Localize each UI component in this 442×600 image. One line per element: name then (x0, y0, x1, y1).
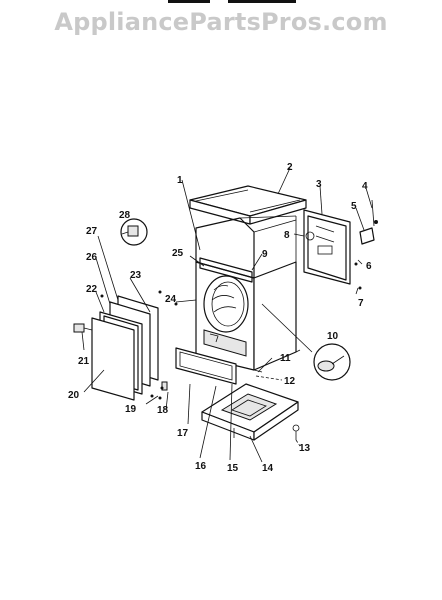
part-label-3: 3 (316, 179, 322, 190)
part-label-27: 27 (86, 226, 98, 237)
part-label-9: 9 (262, 249, 268, 260)
part-label-18: 18 (157, 405, 169, 416)
part-label-15: 15 (227, 463, 239, 474)
part-label-13: 13 (299, 443, 311, 454)
part-label-12: 12 (284, 376, 296, 387)
part-label-16: 16 (195, 461, 207, 472)
part-label-6: 6 (366, 261, 372, 272)
part-label-7: 7 (358, 298, 364, 309)
part-label-1: 1 (177, 175, 183, 186)
part-label-2: 2 (287, 162, 293, 173)
small-hardware (100, 262, 362, 440)
door-assembly (73, 295, 159, 401)
part-label-5: 5 (351, 201, 357, 212)
part-label-22: 22 (86, 284, 98, 295)
part-label-8: 8 (284, 230, 290, 241)
lower-panel (175, 347, 237, 385)
part-label-10: 10 (327, 331, 339, 342)
rear-panel (303, 209, 351, 285)
connector-detail (120, 218, 148, 246)
part-label-28: 28 (119, 210, 131, 221)
base-frame (201, 383, 299, 441)
screw-and-cap (359, 199, 378, 245)
part-label-25: 25 (172, 248, 184, 259)
part-label-26: 26 (86, 252, 98, 263)
part-label-19: 19 (125, 404, 137, 415)
part-label-23: 23 (130, 270, 142, 281)
leader-lines (81, 167, 373, 463)
part-label-14: 14 (262, 463, 274, 474)
part-label-17: 17 (177, 428, 189, 439)
knob-detail (261, 303, 351, 381)
part-labels: 1 2 3 4 5 6 7 8 9 10 11 12 13 14 15 16 1… (68, 162, 372, 474)
part-label-4: 4 (362, 181, 368, 192)
part-label-20: 20 (68, 390, 80, 401)
cabinet-top (189, 185, 307, 225)
part-label-24: 24 (165, 294, 177, 305)
watermark-logo: AppliancePartsPros.com (54, 8, 388, 36)
part-label-11: 11 (280, 353, 291, 364)
part-label-21: 21 (78, 356, 90, 367)
